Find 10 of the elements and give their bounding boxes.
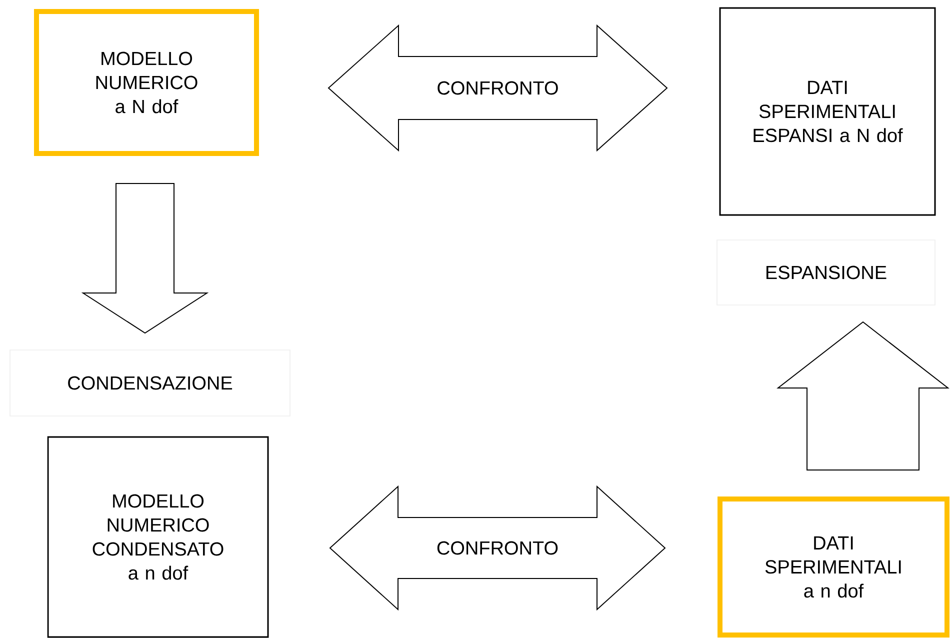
edge-label: CONFRONTO: [435, 540, 560, 556]
data-box: DATI SPERIMENTALI a n dof: [718, 496, 950, 638]
block-arrow: [81, 183, 209, 334]
step-box: CONDENSAZIONE: [10, 350, 290, 416]
block-arrow: [776, 321, 950, 470]
model-box: MODELLO NUMERICO CONDENSATO a n dof: [47, 436, 269, 638]
data-box: DATI SPERIMENTALI ESPANSI a N dof: [719, 7, 936, 216]
edge-label: CONFRONTO: [436, 80, 560, 96]
model-box: MODELLO NUMERICO a N dof: [34, 9, 259, 156]
step-box: ESPANSIONE: [716, 240, 936, 306]
